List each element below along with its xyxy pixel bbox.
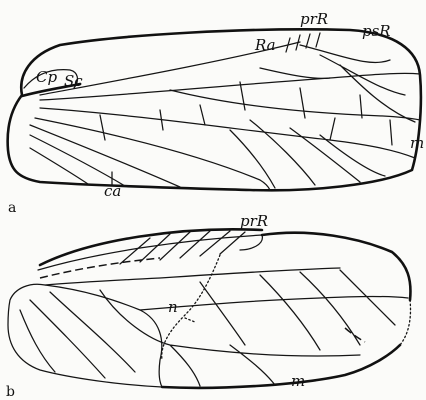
label-a-sc: Sc: [64, 72, 83, 90]
wing-b-outline: [162, 233, 410, 388]
label-a-ca: ca: [104, 182, 121, 200]
panel-label-b: b: [6, 384, 15, 400]
label-b-n: n: [168, 298, 178, 316]
label-a-ra: Ra: [254, 36, 276, 54]
wing-a-crossveins: [100, 82, 392, 145]
wing-a: Cp Sc Ra prR psR m ca a: [8, 10, 425, 216]
wing-a-rs-vein: [170, 90, 420, 120]
wing-a-anal-vein-1: [30, 125, 180, 187]
label-a-cp: Cp: [36, 68, 57, 86]
wing-b-dashed-segment: [345, 328, 365, 342]
wing-b-dash-line: [40, 258, 160, 278]
label-b-prr: prR: [240, 212, 268, 230]
wing-b-dotted-distal: [400, 300, 411, 345]
wing-a-radial-branches: [260, 45, 415, 122]
wing-b: prR n m b: [6, 212, 411, 400]
label-b-m: m: [291, 372, 305, 390]
label-a-psr: psR: [362, 22, 391, 40]
wing-a-anal-vein-2: [30, 135, 125, 186]
label-a-m: m: [410, 134, 424, 152]
wing-b-main-veins: [45, 268, 408, 386]
label-a-prr: prR: [300, 10, 328, 28]
panel-label-a: a: [8, 200, 16, 216]
wing-b-anal-veins: [20, 292, 135, 378]
wing-a-anal-vein-3: [30, 148, 88, 184]
